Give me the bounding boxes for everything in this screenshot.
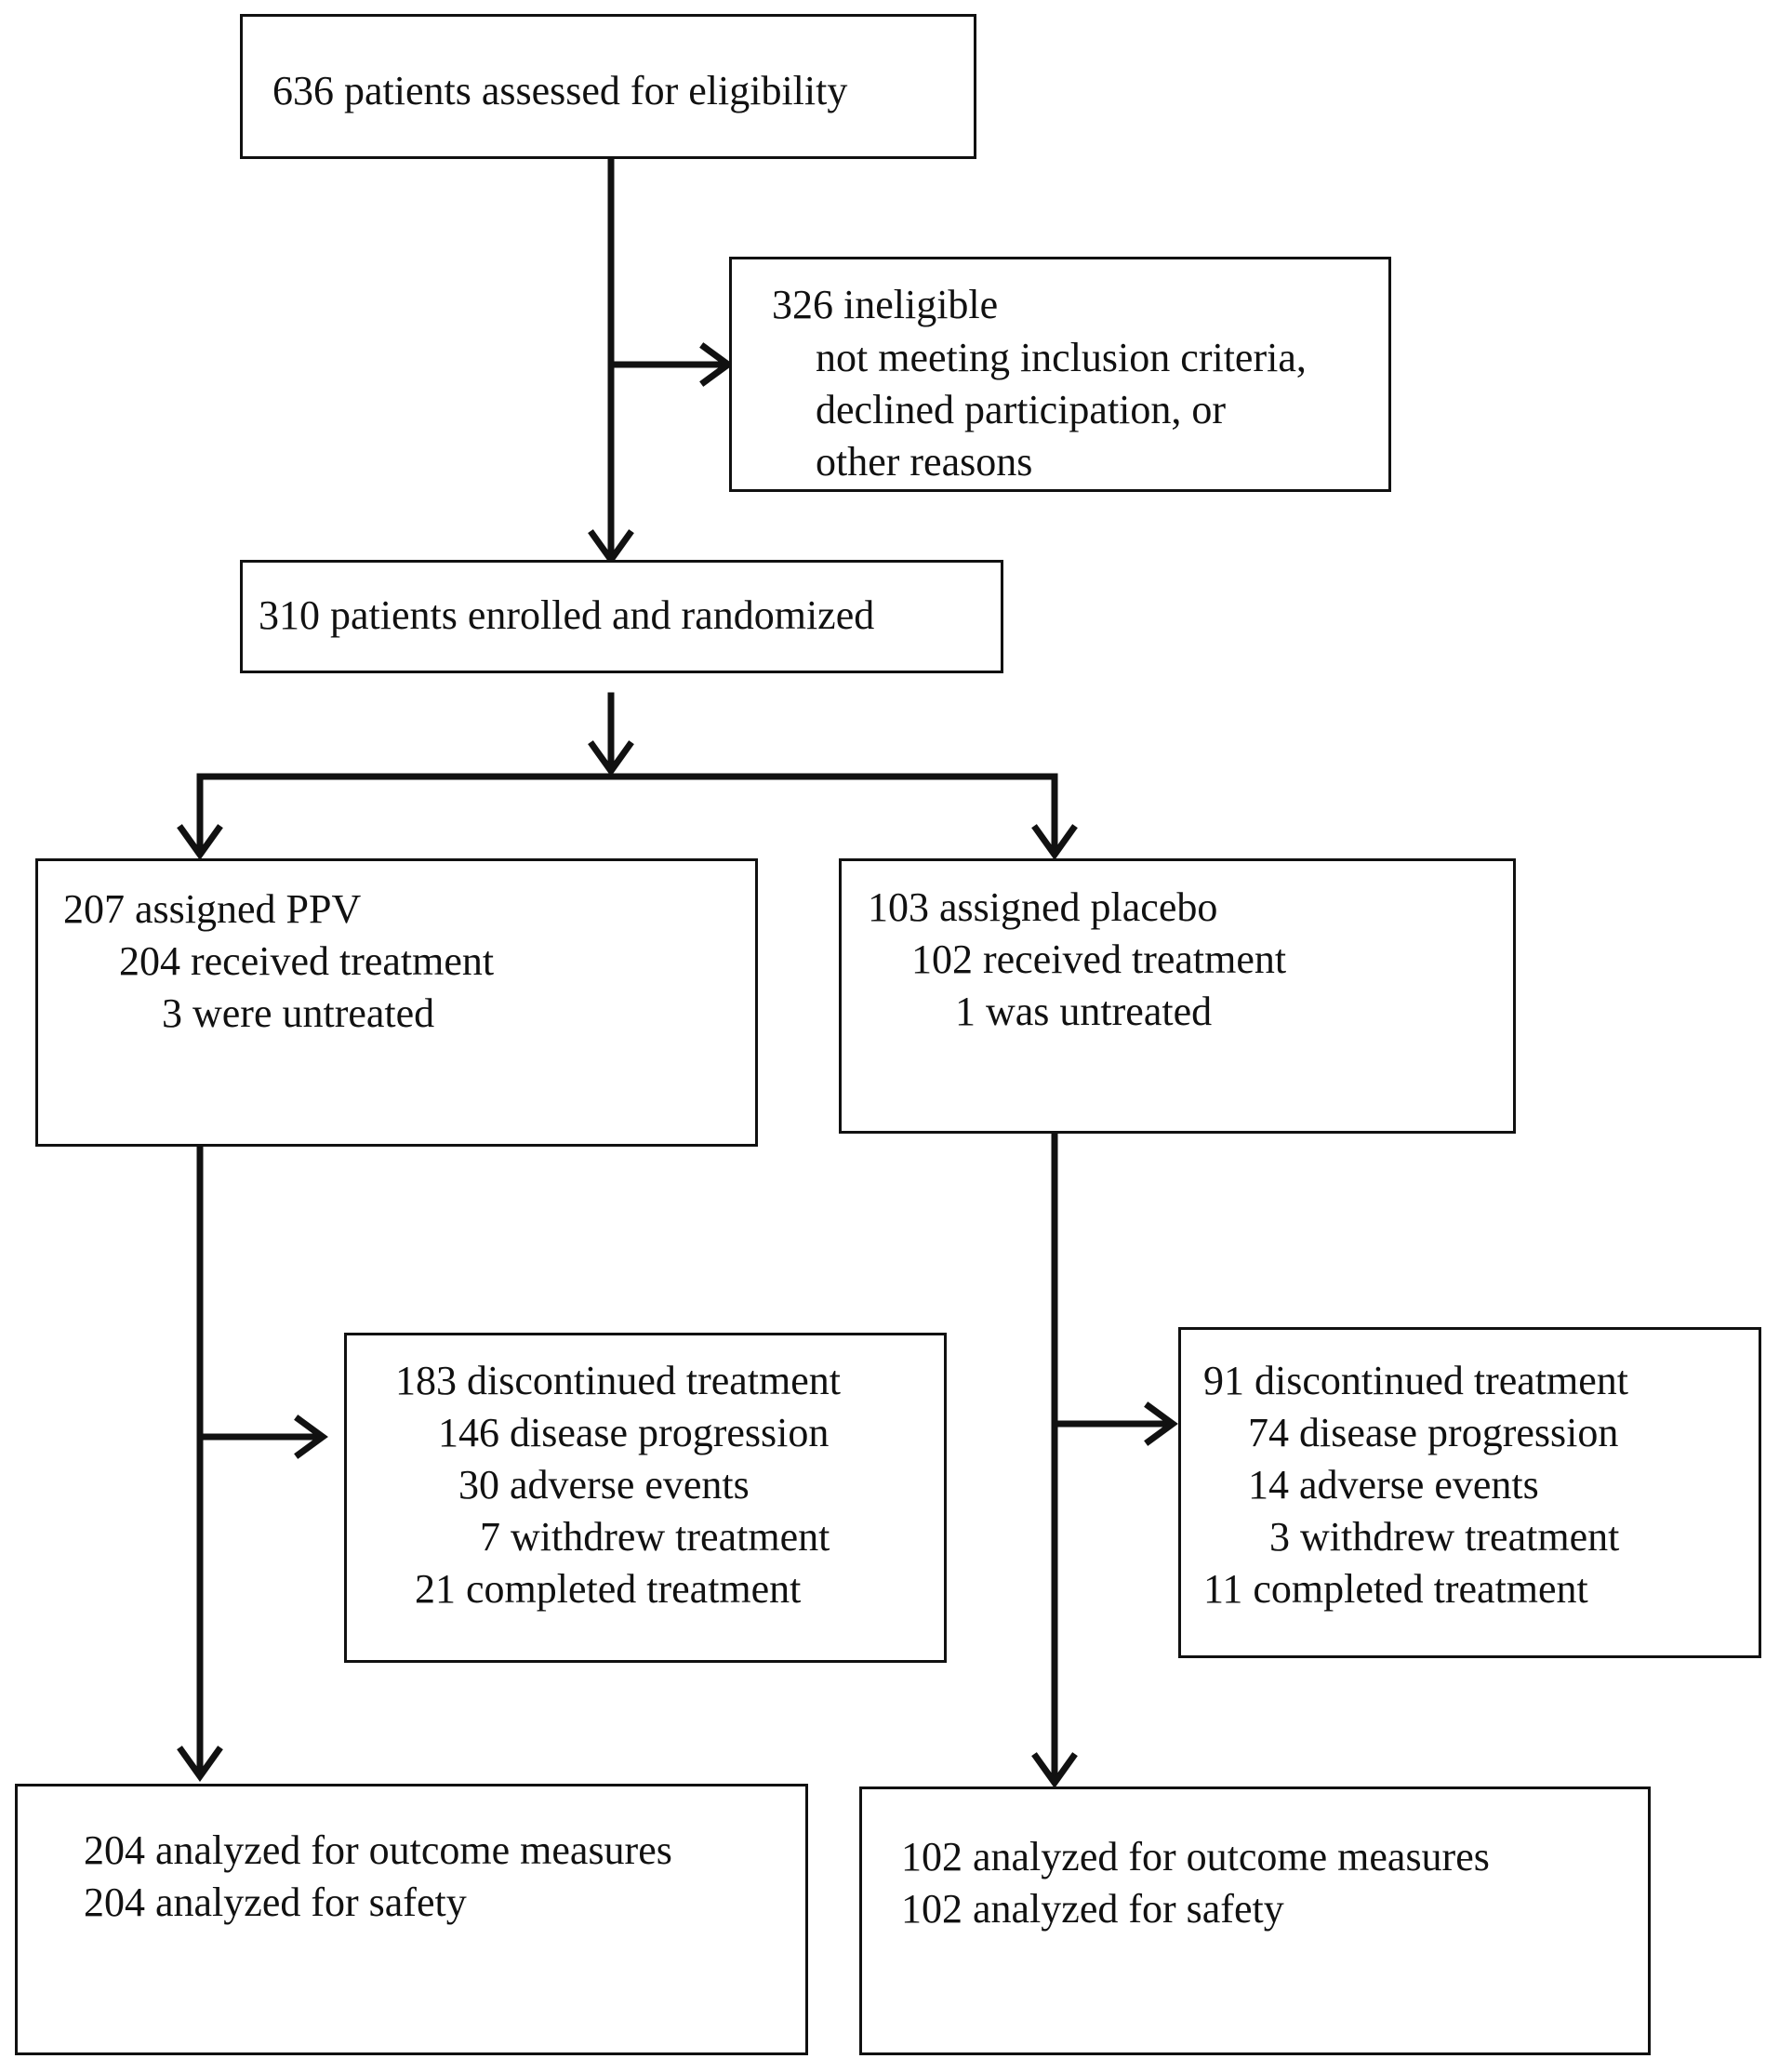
ppv-discontinued-box: 183 discontinued treatment 146 disease p… <box>344 1333 947 1663</box>
ppv-arm-box: 207 assigned PPV 204 received treatment … <box>35 858 758 1147</box>
placebo-adverse-events: 14 adverse events <box>1248 1462 1539 1508</box>
placebo-received: 102 received treatment <box>911 936 1287 982</box>
ppv-analyzed-safety: 204 analyzed for safety <box>84 1879 467 1925</box>
ppv-untreated: 3 were untreated <box>162 990 435 1036</box>
ineligible-reason-2: declined participation, or <box>816 387 1227 432</box>
ineligible-reason-3: other reasons <box>816 439 1033 485</box>
ppv-adverse-events: 30 adverse events <box>458 1462 750 1508</box>
placebo-withdrew: 3 withdrew treatment <box>1269 1514 1620 1560</box>
placebo-analyzed-box: 102 analyzed for outcome measures 102 an… <box>859 1786 1651 2055</box>
placebo-analyzed-safety: 102 analyzed for safety <box>901 1886 1284 1932</box>
placebo-discontinued-box: 91 discontinued treatment 74 disease pro… <box>1178 1327 1761 1658</box>
ppv-withdrew: 7 withdrew treatment <box>480 1514 830 1560</box>
ppv-disease-progression: 146 disease progression <box>438 1410 830 1455</box>
ppv-discontinued-title: 183 discontinued treatment <box>395 1358 841 1403</box>
placebo-completed: 11 completed treatment <box>1203 1566 1588 1612</box>
placebo-arm-box: 103 assigned placebo 102 received treatm… <box>839 858 1516 1134</box>
ineligible-reason-1: not meeting inclusion criteria, <box>816 335 1307 380</box>
enrolled-box: 310 patients enrolled and randomized <box>240 560 1003 673</box>
ppv-received: 204 received treatment <box>119 938 495 984</box>
assessed-text: 636 patients assessed for eligibility <box>272 68 848 113</box>
ppv-analyzed-outcome: 204 analyzed for outcome measures <box>84 1827 672 1873</box>
placebo-discontinued-title: 91 discontinued treatment <box>1203 1358 1628 1403</box>
ineligible-box: 326 ineligible not meeting inclusion cri… <box>729 257 1391 492</box>
ineligible-title: 326 ineligible <box>772 282 999 327</box>
placebo-assigned: 103 assigned placebo <box>868 884 1218 930</box>
placebo-disease-progression: 74 disease progression <box>1248 1410 1619 1455</box>
ppv-assigned: 207 assigned PPV <box>63 886 362 932</box>
ppv-completed: 21 completed treatment <box>415 1566 802 1612</box>
placebo-untreated: 1 was untreated <box>955 989 1213 1034</box>
enrolled-text: 310 patients enrolled and randomized <box>259 592 875 638</box>
placebo-analyzed-outcome: 102 analyzed for outcome measures <box>901 1834 1490 1879</box>
assessed-box: 636 patients assessed for eligibility <box>240 14 976 159</box>
ppv-analyzed-box: 204 analyzed for outcome measures 204 an… <box>15 1784 808 2055</box>
